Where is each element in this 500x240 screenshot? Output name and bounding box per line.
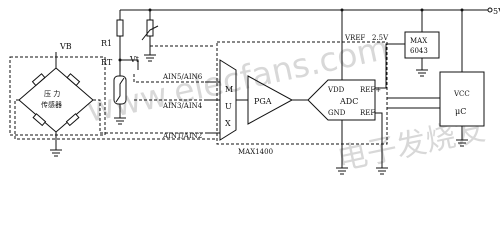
label-uc: μC: [455, 107, 466, 116]
label-max6043-1: MAX: [410, 37, 427, 45]
adc-block: ADC VDD GND REF+ REF-: [307, 43, 400, 175]
microcontroller: VCC μC: [387, 71, 485, 147]
label-max6043-2: 6043: [410, 47, 428, 55]
reference-resistor: [141, 19, 215, 62]
label-vdd: VDD: [327, 86, 345, 94]
label-r1: R1: [101, 39, 112, 48]
label-2-5v: 2.5V: [372, 34, 389, 42]
label-5v: 5V: [493, 7, 500, 16]
reference-section: VREF 2.5V MAX 6043: [344, 31, 440, 77]
label-vref: VREF: [344, 34, 365, 42]
sensor-label-line1: 压 力: [44, 89, 60, 98]
label-ain34: AIN3/AIN4: [162, 102, 203, 110]
circuit-diagram: www.elecfans.com 电子发烧友 5V VB 压 力 传感器: [9, 7, 500, 178]
label-vcc: VCC: [453, 90, 470, 98]
sensor-label-line2: 传感器: [41, 100, 62, 109]
label-mux-x: X: [225, 119, 231, 128]
label-max1400: MAX1400: [238, 148, 273, 156]
label-rt: RT: [101, 58, 113, 67]
label-ref-minus: REF-: [360, 109, 378, 117]
mux-block: M U X: [219, 59, 248, 141]
label-ain12: AIN1/AIN2: [162, 132, 202, 140]
label-mux-m: M: [225, 85, 233, 94]
label-ain56: AIN5/AIN6: [162, 73, 203, 81]
label-mux-u: U: [225, 102, 232, 111]
pga-block: PGA: [247, 75, 308, 125]
label-adc: ADC: [339, 97, 358, 106]
supply-rail-5v: 5V: [148, 7, 500, 72]
label-pga: PGA: [254, 97, 272, 106]
pressure-sensor-box: VB 压 力 传感器: [9, 42, 215, 157]
watermark-text: www.elecfans.com: [84, 28, 393, 130]
label-ref-plus: REF+: [360, 86, 381, 94]
ain-inputs: AIN5/AIN6 AIN3/AIN4 AIN1/AIN2: [162, 73, 220, 140]
max1400-box: MAX1400: [216, 41, 388, 156]
rt-divider: R1 RT Vt: [101, 9, 215, 125]
label-gnd: GND: [328, 109, 346, 117]
label-vb: VB: [59, 42, 72, 51]
